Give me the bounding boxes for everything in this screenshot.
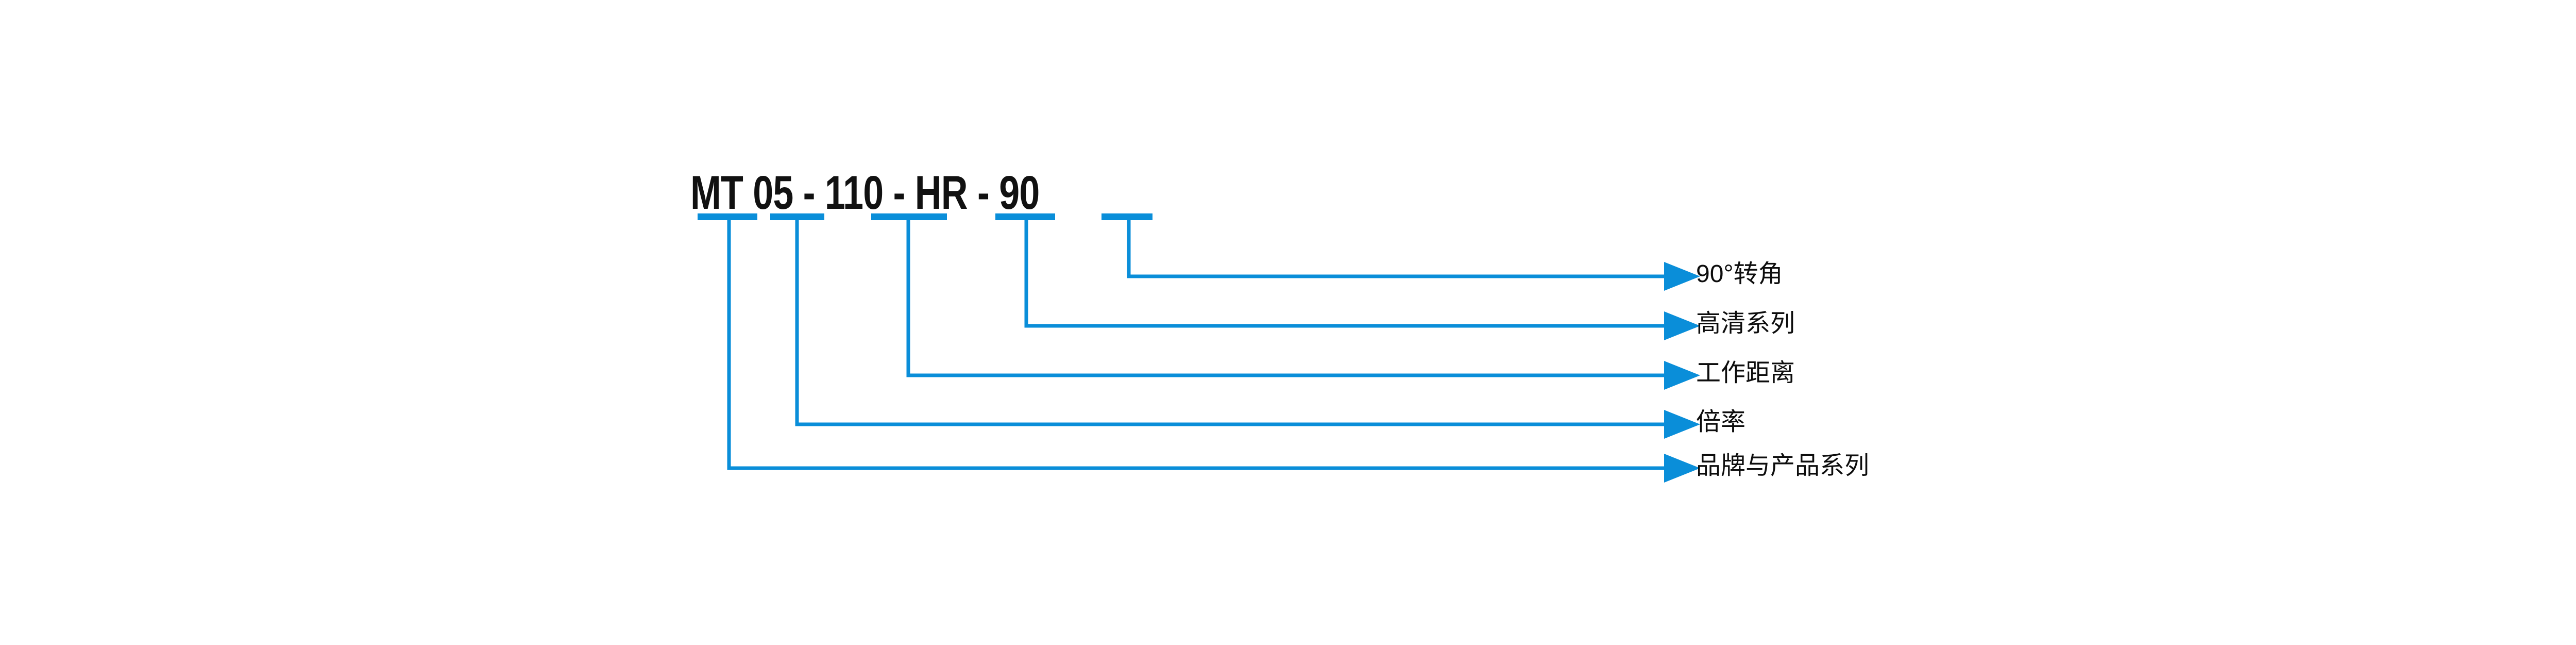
code-underline-bar <box>995 213 1055 220</box>
underline-bars-group <box>698 213 1153 220</box>
callout-label-magnification: 倍率 <box>1696 408 1746 436</box>
code-underline-bar <box>698 213 757 220</box>
leader-lines-group <box>727 220 1700 483</box>
callout-label-corner-angle: 90°转角 <box>1696 260 1783 288</box>
leader-line-brand-series <box>727 220 1700 483</box>
code-underline-bar <box>871 213 947 220</box>
leader-line-working-distance <box>906 220 1700 390</box>
code-underline-bar <box>770 213 824 220</box>
leader-line-hd-series <box>1024 220 1700 340</box>
code-underline-bar <box>1101 213 1153 220</box>
leader-line-corner-angle <box>1127 220 1700 291</box>
callout-label-brand-series: 品牌与产品系列 <box>1696 452 1870 479</box>
leader-line-magnification <box>795 220 1700 439</box>
callout-label-hd-series: 高清系列 <box>1696 310 1795 337</box>
part-number-code: MT 05 - 110 - HR - 90 <box>690 167 1040 219</box>
callout-label-working-distance: 工作距离 <box>1696 359 1795 387</box>
